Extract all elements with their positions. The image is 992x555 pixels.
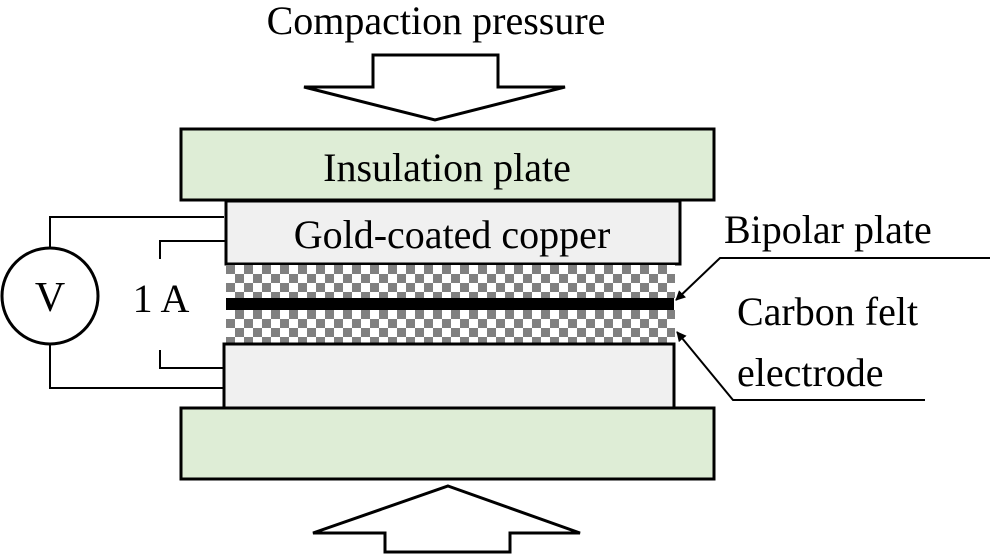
current-wire-bottom (159, 350, 224, 369)
top-insulation-plate (179, 127, 716, 202)
compaction-pressure-title: Compaction pressure (267, 0, 606, 43)
carbon-felt-label-line1: Carbon felt (737, 289, 918, 334)
bipolar-plate-label: Bipolar plate (724, 207, 932, 252)
bottom-gold-coated-copper (222, 342, 676, 410)
bipolar-plate-leader (675, 257, 990, 301)
carbon-felt-leader (676, 331, 925, 401)
voltmeter-circuit (49, 216, 225, 389)
bipolar-plate (226, 298, 674, 310)
voltage-wire-bottom (49, 345, 224, 389)
insulation-plate-label: Insulation plate (323, 145, 571, 190)
bottom-insulation-plate (179, 406, 716, 481)
current-wire-top (159, 240, 225, 259)
carbon-felt-electrode-bottom (226, 310, 675, 344)
voltage-wire-top (49, 216, 224, 248)
carbon-felt-electrode-top (226, 265, 675, 298)
carbon-felt-label-line2: electrode (737, 350, 884, 395)
voltmeter-label: V (35, 275, 65, 321)
voltmeter-icon (0, 246, 100, 346)
arrow-up-icon (312, 484, 581, 554)
gold-coated-copper-label: Gold-coated copper (294, 212, 611, 257)
arrow-down-icon (303, 53, 566, 122)
current-label: 1 A (133, 276, 190, 321)
top-gold-coated-copper (224, 199, 682, 266)
